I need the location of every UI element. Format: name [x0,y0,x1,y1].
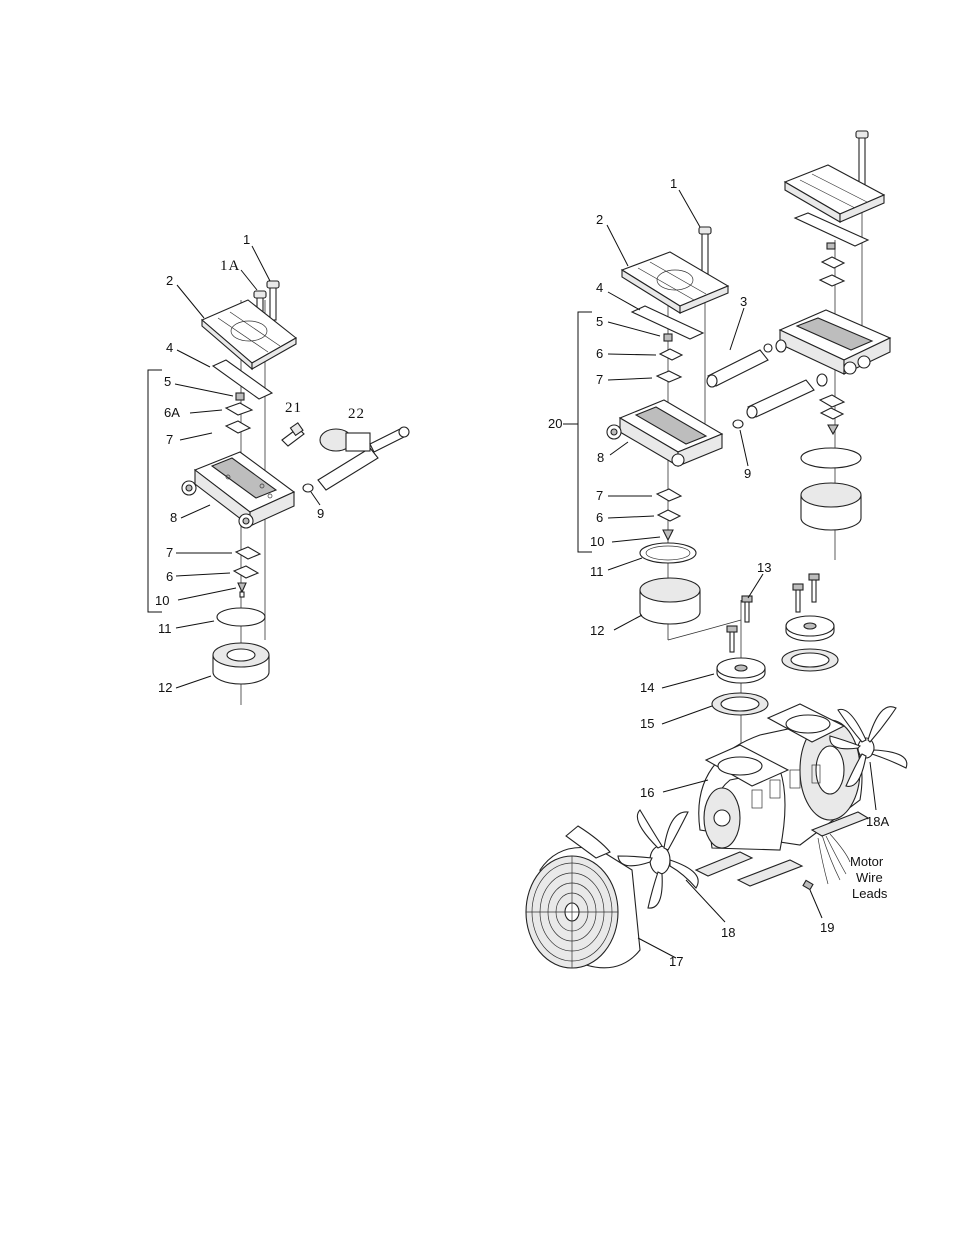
callout-8: 8 [170,510,177,525]
gasket-4 [211,359,274,400]
piston-14 [716,615,835,684]
callout-7-bottom: 7 [166,545,173,560]
callout-18a: 18A [866,814,889,829]
callout-6-right-bottom: 6 [596,510,603,525]
callout-5-right: 5 [596,314,603,329]
callout-5: 5 [164,374,171,389]
callout-12-right: 12 [590,623,604,638]
callout-20: 20 [548,416,562,431]
callout-2-right: 2 [596,212,603,227]
callout-6: 6 [166,569,173,584]
callout-1a: 1A [220,258,240,274]
bolt-1-right [698,226,712,275]
callout-10: 10 [155,593,169,608]
fitting-21 [281,422,305,447]
callout-13: 13 [757,560,771,575]
screw-10 [237,582,247,598]
callout-3: 3 [740,294,747,309]
right-cylinder [800,482,862,531]
callout-1: 1 [243,232,250,247]
valve-keeper-7-right-top [655,370,683,383]
valve-plate-8-right [606,399,724,467]
o-ring-9 [302,483,314,493]
callout-21: 21 [285,400,302,416]
callout-8-right: 8 [597,450,604,465]
cylinder-12-right [639,577,701,625]
callout-7-right-bottom: 7 [596,488,603,503]
callout-7-top: 7 [166,432,173,447]
unloader-22 [317,426,410,491]
o-ring-11 [216,607,266,627]
valve-keeper-7-bottom [234,546,262,560]
o-ring-9-right [732,343,773,429]
head-plate-2 [200,299,297,371]
assembly-bracket-20 [577,311,592,553]
right-o-ring [800,447,862,469]
motor-label-line-1: Motor [850,854,884,869]
callout-4: 4 [166,340,173,355]
head-plate-2-right [620,251,730,314]
screws-13 [726,573,820,653]
fan-18 [617,809,699,909]
callout-10-right: 10 [590,534,604,549]
ring-15 [711,648,839,716]
right-lower-valve [818,394,846,436]
callout-6a: 6A [164,405,180,420]
fan-shroud-17 [525,825,641,969]
right-valve-stack [818,242,846,287]
valve-6 [232,565,260,579]
callout-6-right-top: 6 [596,346,603,361]
valve-plate-8 [181,451,296,529]
callout-9: 9 [317,506,324,521]
callout-18: 18 [721,925,735,940]
callout-15: 15 [640,716,654,731]
callout-11: 11 [158,621,172,636]
valve-6-right-top [658,348,684,361]
fan-18a [829,706,908,787]
right-exploded-view: 1 2 3 4 5 6 7 20 8 9 7 6 10 11 12 13 14 … [525,130,908,969]
callout-12: 12 [158,680,172,695]
callout-11-right: 11 [590,564,604,579]
callout-22: 22 [348,406,365,422]
right-valve-plate [778,309,892,375]
valve-keeper-7-right-bottom [655,488,683,502]
left-leaders [174,245,321,689]
tube-3 [706,339,828,419]
bolt-1 [266,280,280,321]
callout-14: 14 [640,680,654,695]
callout-2: 2 [166,273,173,288]
motor-label-line-2: Wire [856,870,883,885]
o-ring-11-right [639,542,697,564]
cylinder-12 [212,642,270,685]
motor-label-line-3: Leads [852,886,888,901]
left-exploded-view: 1 1A 2 4 5 6A 7 21 22 8 9 7 6 10 11 12 [147,232,410,705]
valve-keeper-7-top [224,420,252,434]
right-leaders [563,189,877,959]
callout-16: 16 [640,785,654,800]
callout-19: 19 [820,920,834,935]
valve-6a [224,402,254,416]
motor-housing-16 [694,703,870,887]
right-head-plate [783,130,886,247]
screw-10-right [662,529,674,542]
valve-screw-5 [235,392,245,401]
assembly-bracket [147,369,162,613]
screw-19 [802,879,814,891]
callout-9-right: 9 [744,466,751,481]
callout-7-right-top: 7 [596,372,603,387]
valve-6-right-bottom [656,509,682,522]
callout-1-right: 1 [670,176,677,191]
motor-wire-leads [817,833,851,885]
gasket-4-right [630,305,705,340]
callout-17: 17 [669,954,683,969]
callout-4-right: 4 [596,280,603,295]
valve-screw-5-right [663,333,673,342]
